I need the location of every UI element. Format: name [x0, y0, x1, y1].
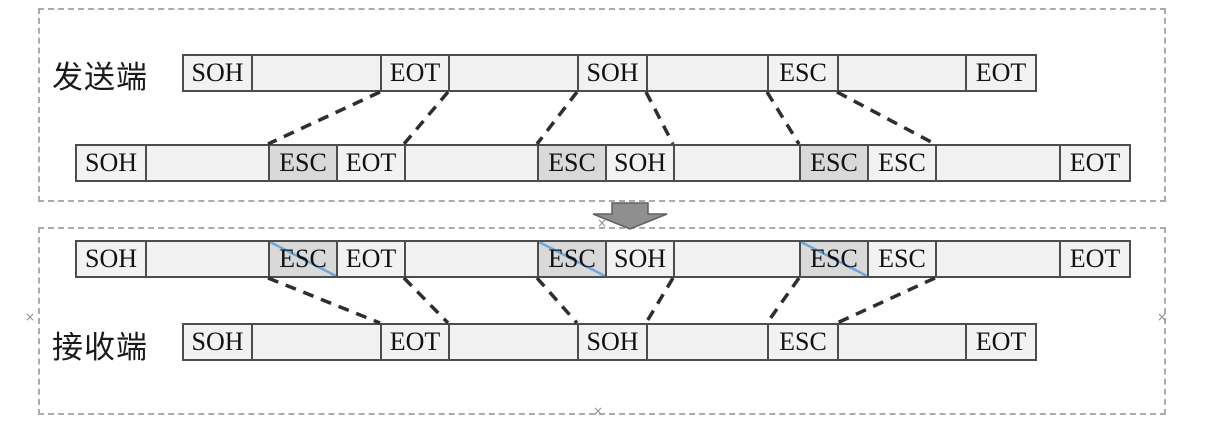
frame-cell-soh: SOH [182, 54, 253, 92]
frame-cell-data [646, 54, 769, 92]
frame-cell-soh: SOH [605, 144, 675, 182]
frame-cell-soh: SOH [75, 144, 147, 182]
frame-cell-eot: EOT [336, 240, 406, 278]
frame-cell-data [251, 54, 382, 92]
handle-x-mark: × [1157, 310, 1168, 324]
frame-cell-esc-inserted: ESC [537, 144, 607, 182]
frame-row-sender-original: SOH EOT SOH ESC EOT [182, 54, 1037, 92]
frame-cell-soh: SOH [577, 54, 648, 92]
receiver-label: 接收端 [52, 330, 148, 365]
frame-cell-eot: EOT [1059, 144, 1131, 182]
frame-cell-esc: ESC [867, 240, 937, 278]
frame-cell-eot: EOT [965, 54, 1037, 92]
frame-cell-data [673, 240, 801, 278]
frame-cell-data [935, 144, 1061, 182]
frame-cell-data [448, 323, 579, 361]
handle-x-mark: × [597, 216, 608, 230]
frame-cell-data [404, 240, 539, 278]
frame-cell-eot: EOT [380, 54, 450, 92]
frame-cell-soh: SOH [75, 240, 147, 278]
frame-cell-esc: ESC [867, 144, 937, 182]
frame-cell-eot: EOT [1059, 240, 1131, 278]
frame-cell-data [145, 240, 270, 278]
frame-cell-data [837, 323, 967, 361]
frame-cell-data [673, 144, 801, 182]
frame-cell-data [448, 54, 579, 92]
sender-label: 发送端 [52, 60, 148, 95]
frame-cell-esc: ESC [767, 54, 839, 92]
frame-cell-data [404, 144, 539, 182]
frame-cell-soh: SOH [605, 240, 675, 278]
handle-x-mark: × [25, 310, 36, 324]
frame-cell-eot: EOT [380, 323, 450, 361]
frame-cell-esc-inserted: ESC [799, 144, 869, 182]
frame-cell-data [145, 144, 270, 182]
handle-x-mark: × [593, 404, 604, 418]
frame-cell-esc: ESC [767, 323, 839, 361]
frame-cell-esc-inserted: ESC [799, 240, 869, 278]
frame-cell-eot: EOT [965, 323, 1037, 361]
frame-cell-soh: SOH [182, 323, 253, 361]
frame-cell-esc-inserted: ESC [268, 144, 338, 182]
frame-cell-data [646, 323, 769, 361]
frame-row-receiver-destuffed: SOH EOT SOH ESC EOT [182, 323, 1037, 361]
frame-cell-data [837, 54, 967, 92]
frame-cell-data [251, 323, 382, 361]
frame-cell-data [935, 240, 1061, 278]
frame-cell-esc-inserted: ESC [268, 240, 338, 278]
frame-cell-soh: SOH [577, 323, 648, 361]
frame-cell-eot: EOT [336, 144, 406, 182]
frame-cell-esc-inserted: ESC [537, 240, 607, 278]
